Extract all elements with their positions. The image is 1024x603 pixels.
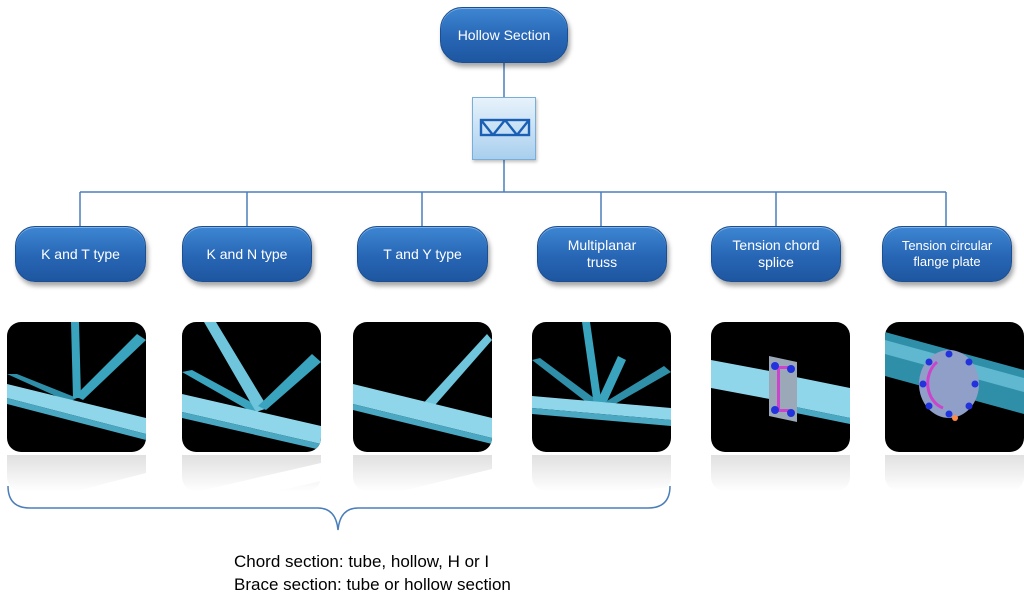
- type-node-label: Tension chord splice: [732, 237, 820, 270]
- type-node-k-t[interactable]: K and T type: [15, 226, 146, 282]
- multiplanar-joint-render[interactable]: [532, 322, 671, 452]
- t-y-joint-render[interactable]: [353, 322, 492, 452]
- type-node-label: K and T type: [41, 245, 120, 262]
- type-node-label: T and Y type: [383, 245, 462, 262]
- thumbnail-reflection: [532, 455, 671, 491]
- k-n-joint-render[interactable]: [182, 322, 321, 452]
- root-node-hollow-section[interactable]: Hollow Section: [440, 7, 568, 63]
- type-node-flange-plate[interactable]: Tension circular flange plate: [882, 226, 1012, 282]
- thumbnail-reflection: [711, 455, 850, 491]
- root-node-label: Hollow Section: [457, 26, 551, 43]
- type-node-chord-splice[interactable]: Tension chord splice: [711, 226, 841, 282]
- thumbnail-reflection: [353, 455, 492, 491]
- type-node-k-n[interactable]: K and N type: [182, 226, 312, 282]
- chord-section-note: Chord section: tube, hollow, H or I: [234, 552, 490, 571]
- thumbnail-reflection: [182, 455, 321, 491]
- type-node-label: K and N type: [206, 245, 288, 262]
- flange-plate-render[interactable]: [885, 322, 1024, 452]
- group-brace: [7, 485, 671, 531]
- type-node-t-y[interactable]: T and Y type: [357, 226, 488, 282]
- truss-icon-glyph: [479, 118, 531, 137]
- k-t-joint-render[interactable]: [7, 322, 146, 452]
- type-node-label: Multiplanar truss: [567, 237, 637, 270]
- type-node-multiplanar[interactable]: Multiplanar truss: [537, 226, 667, 282]
- type-node-label: Tension circular flange plate: [901, 238, 993, 269]
- thumbnail-reflection: [885, 455, 1024, 491]
- chord-splice-render[interactable]: [711, 322, 850, 452]
- thumbnail-reflection: [7, 455, 146, 491]
- truss-icon: [472, 97, 536, 160]
- brace-section-note: Brace section: tube or hollow section: [234, 575, 511, 594]
